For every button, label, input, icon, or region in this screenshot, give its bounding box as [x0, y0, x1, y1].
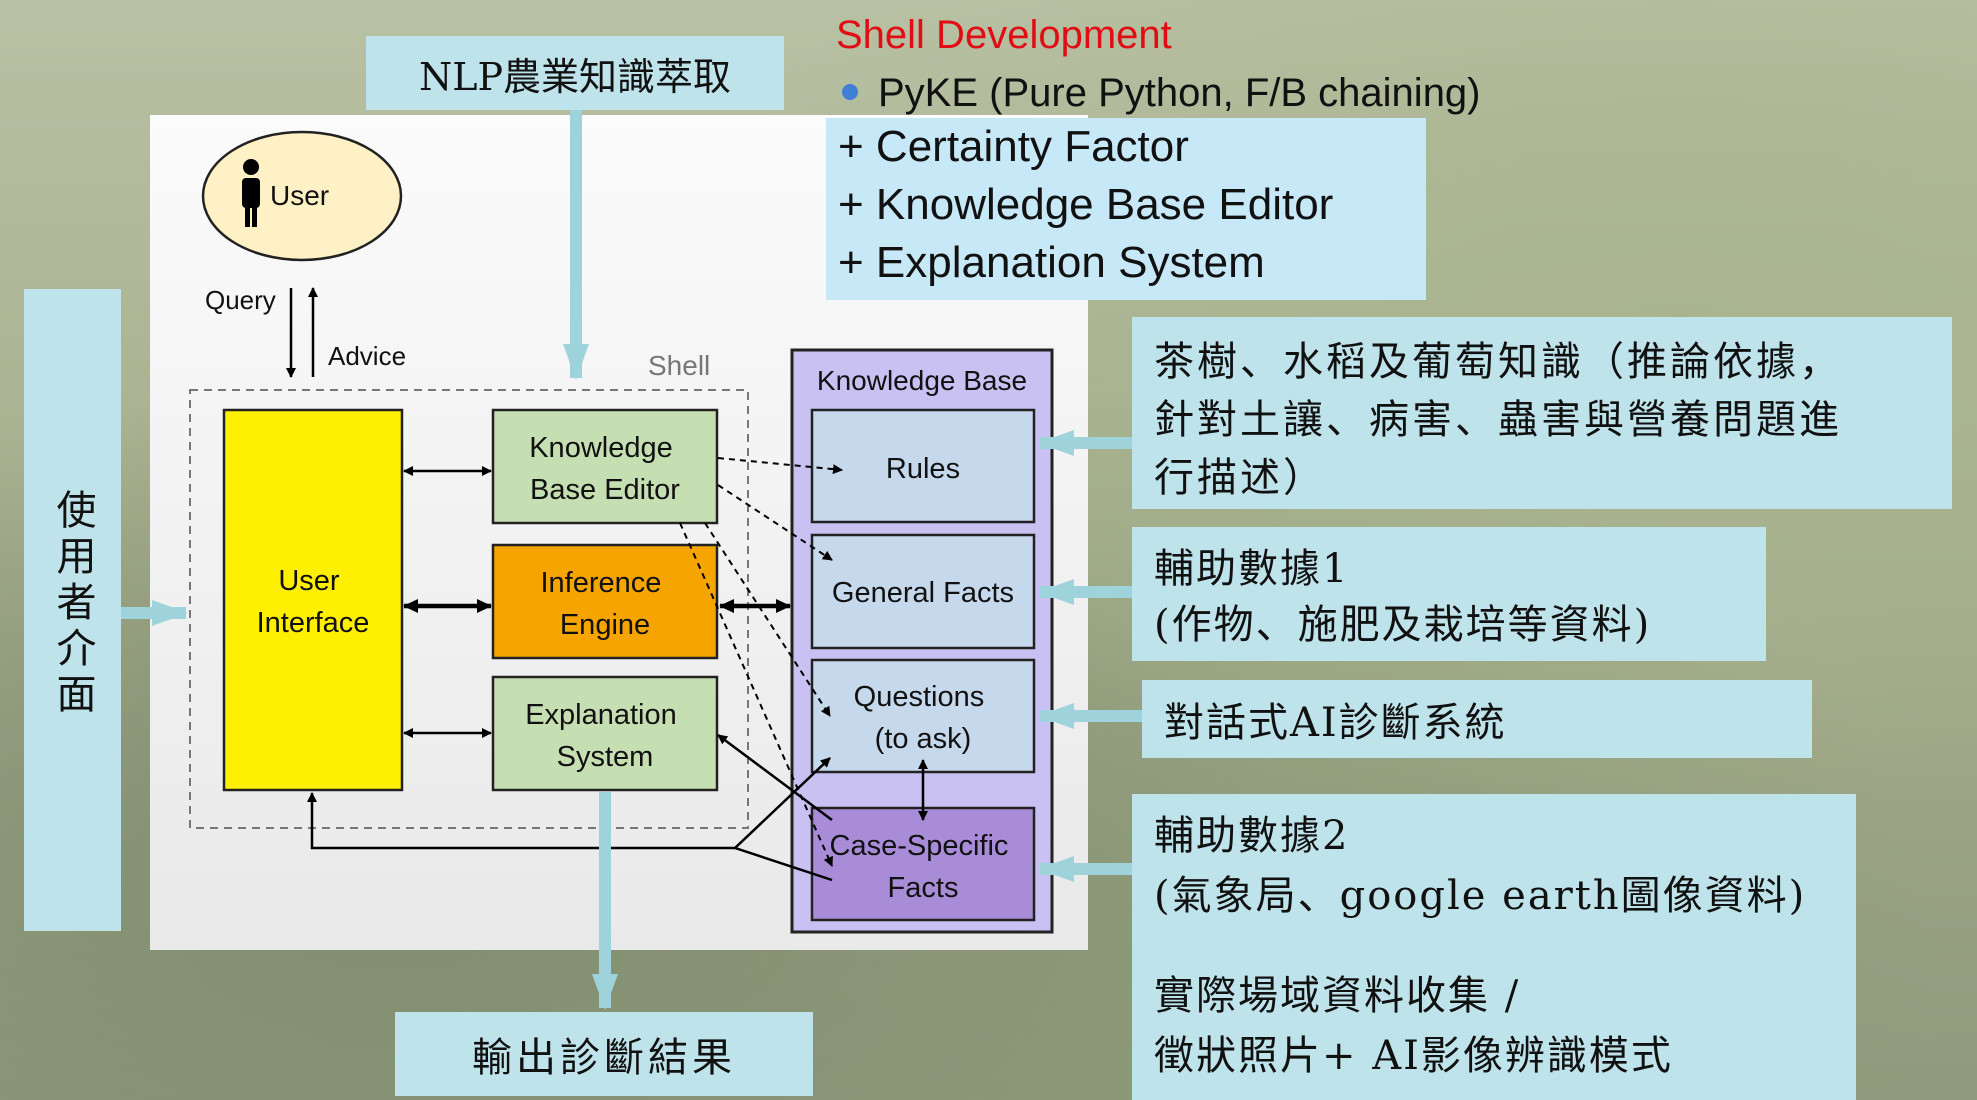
advice-label: Advice — [328, 341, 406, 371]
general-facts-label: General Facts — [832, 577, 1014, 609]
user-interface-box — [222, 408, 404, 792]
inference-engine-box — [491, 543, 719, 660]
knowledge-source-line-1: 茶樹、水稻及葡萄知識（推論依據， — [1154, 339, 1842, 385]
features-highlight — [826, 118, 1426, 300]
nlp-extraction-callout: NLP農業知識萃取 — [366, 36, 784, 110]
rules-box — [810, 408, 1036, 524]
feature-certainty-factor: + Certainty Factor — [838, 122, 1189, 171]
auxiliary-data-2-callout: 輔助數據2 (氣象局、google earth圖像資料) 實際場域資料收集 / … — [1132, 794, 1856, 1100]
inference-engine-label: Inference Engine — [541, 567, 670, 641]
shell-development-bullet: PyKE (Pure Python, F/B chaining) — [836, 64, 1481, 122]
feature-kb-editor: + Knowledge Base Editor — [838, 180, 1334, 229]
case-facts-label: Case-Specific Facts — [830, 830, 1017, 904]
output-diagnosis-callout: 輸出診斷結果 — [395, 1012, 813, 1096]
questions-box — [810, 658, 1036, 774]
case-facts-box — [810, 806, 1036, 922]
user-interface-vertical-label: 使用者介面 — [49, 489, 96, 719]
query-label: Query — [205, 285, 276, 315]
knowledge-source-line-3: 行描述） — [1154, 455, 1326, 501]
shell-label: Shell — [648, 350, 710, 381]
pyke-label: PyKE (Pure Python, F/B chaining) — [878, 71, 1481, 115]
explanation-system-label: Explanation System — [525, 699, 685, 773]
user-interface-callout: 使用者介面 — [24, 289, 121, 931]
questions-label: Questions (to ask) — [854, 681, 993, 755]
auxiliary-data-2-title: 輔助數據2 — [1154, 813, 1350, 859]
auxiliary-data-2-detail: (氣象局、google earth圖像資料) — [1154, 873, 1807, 919]
general-facts-box — [810, 533, 1036, 650]
shell-development-title: Shell Development — [836, 13, 1172, 57]
explanation-system-box — [491, 675, 719, 792]
knowledge-source-callout: 茶樹、水稻及葡萄知識（推論依據， 針對土讓、病害、蟲害與營養問題進 行描述） — [1132, 317, 1952, 509]
shell-development-section: Shell Development PyKE (Pure Python, F/B… — [836, 6, 1481, 122]
user-label: User — [270, 180, 329, 211]
kb-editor-label: Knowledge Base Editor — [529, 432, 681, 506]
symptom-photo-ai: 徵狀照片+ AI影像辨識模式 — [1154, 1033, 1673, 1079]
feature-explanation-system: + Explanation System — [838, 238, 1265, 287]
kb-editor-box — [491, 408, 719, 525]
dialog-diagnosis-label: 對話式AI診斷系統 — [1164, 700, 1507, 746]
rules-label: Rules — [886, 453, 960, 485]
dialog-diagnosis-callout: 對話式AI診斷系統 — [1142, 680, 1812, 758]
knowledge-source-line-2: 針對土讓、病害、蟲害與營養問題進 — [1154, 397, 1842, 443]
knowledge-base-title: Knowledge Base — [817, 365, 1027, 396]
output-diagnosis-label: 輸出診斷結果 — [472, 1035, 736, 1081]
auxiliary-data-1-callout: 輔助數據1 (作物、施肥及栽培等資料) — [1132, 527, 1766, 661]
nlp-extraction-label: NLP農業知識萃取 — [418, 54, 732, 99]
feature-list: + Certainty Factor + Knowledge Base Edit… — [838, 118, 1333, 292]
person-icon — [242, 159, 260, 227]
user-interface-label: User Interface — [257, 565, 370, 639]
auxiliary-data-1-title: 輔助數據1 — [1154, 546, 1350, 592]
bullet-dot-icon — [842, 84, 858, 101]
auxiliary-data-1-detail: (作物、施肥及栽培等資料) — [1154, 602, 1652, 648]
field-data-collection: 實際場域資料收集 / — [1154, 973, 1521, 1019]
